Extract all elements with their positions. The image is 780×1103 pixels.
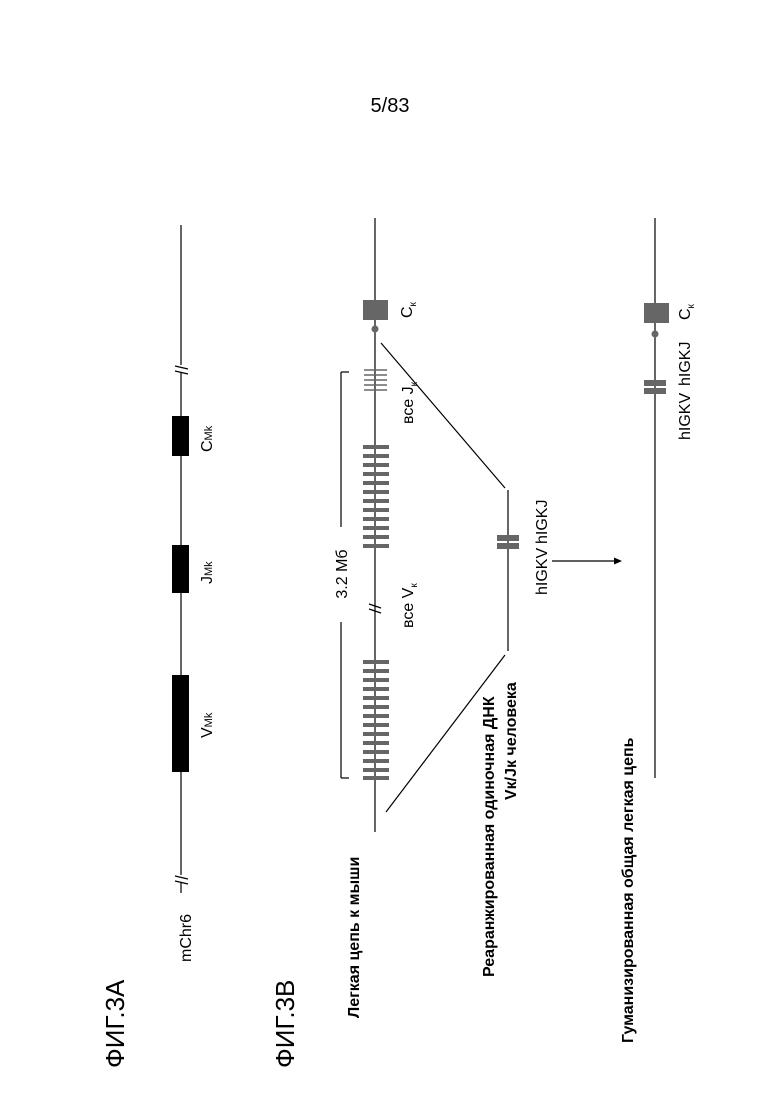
rearranged-v-label: hIGKV (534, 548, 551, 595)
jmk-segment (172, 545, 189, 593)
humanized-j-segment (644, 388, 666, 394)
cmk-segment (172, 416, 189, 456)
break-mark (175, 876, 188, 884)
page-number: 5/83 (371, 95, 410, 117)
mouse-ck-segment (363, 300, 388, 320)
mouse-row-label: Легкая цепь к мыши (346, 857, 363, 1018)
vmk-segment (172, 675, 189, 772)
humanized-enhancer-dot (652, 331, 659, 338)
rearranged-j-label: hIGKJ (534, 500, 551, 544)
rearranged-label-line2: Vк/Jк человека (503, 682, 520, 800)
mchr6-label: mChr6 (178, 914, 195, 962)
mouse-vk-cluster-upper (363, 445, 389, 548)
humanized-light-chain: hIGKV hIGKJ Cк Гуманизированная общая ле… (620, 218, 697, 1043)
humanized-v-segment (644, 380, 666, 386)
humanized-v-label: hIGKV (677, 393, 694, 440)
mouse-vk-cluster-lower (363, 660, 389, 780)
cmk-label: CMk (199, 425, 216, 452)
fig-3a-title: ФИГ.3А (100, 979, 130, 1068)
rearranged-dna: hIGKV hIGKJ Реаранжированная одиночная Д… (481, 490, 551, 977)
mouse-jk-label: все Jк (400, 381, 420, 424)
rearranged-label-line1: Реаранжированная одиночная ДНК (481, 696, 498, 977)
humanized-row-label: Гуманизированная общая легкая цепь (620, 737, 637, 1043)
humanized-ck-label: Cк (677, 303, 697, 320)
humanized-j-label: hIGKJ (677, 342, 694, 386)
mouse-vk-label: все Vк (400, 583, 420, 628)
fig-3b-title: ФИГ.3В (270, 980, 300, 1068)
vmk-label: VMk (199, 712, 216, 738)
fig-3a-diagram: mChr6 VMk JMk CMk (172, 225, 216, 962)
mouse-kappa-locus: 3.2 Мб все Vк все Jк Cк Легкая цепь к мы… (334, 218, 420, 1018)
break-mark (175, 366, 188, 374)
jmk-label: JMk (199, 561, 216, 584)
rearranged-j-segment (497, 543, 519, 549)
rearranged-v-segment (497, 535, 519, 541)
enhancer-dot (372, 326, 379, 333)
size-label: 3.2 Мб (334, 549, 351, 598)
transform-arrow (552, 558, 622, 565)
humanized-ck-segment (644, 303, 669, 323)
mouse-ck-label: Cк (399, 301, 419, 318)
